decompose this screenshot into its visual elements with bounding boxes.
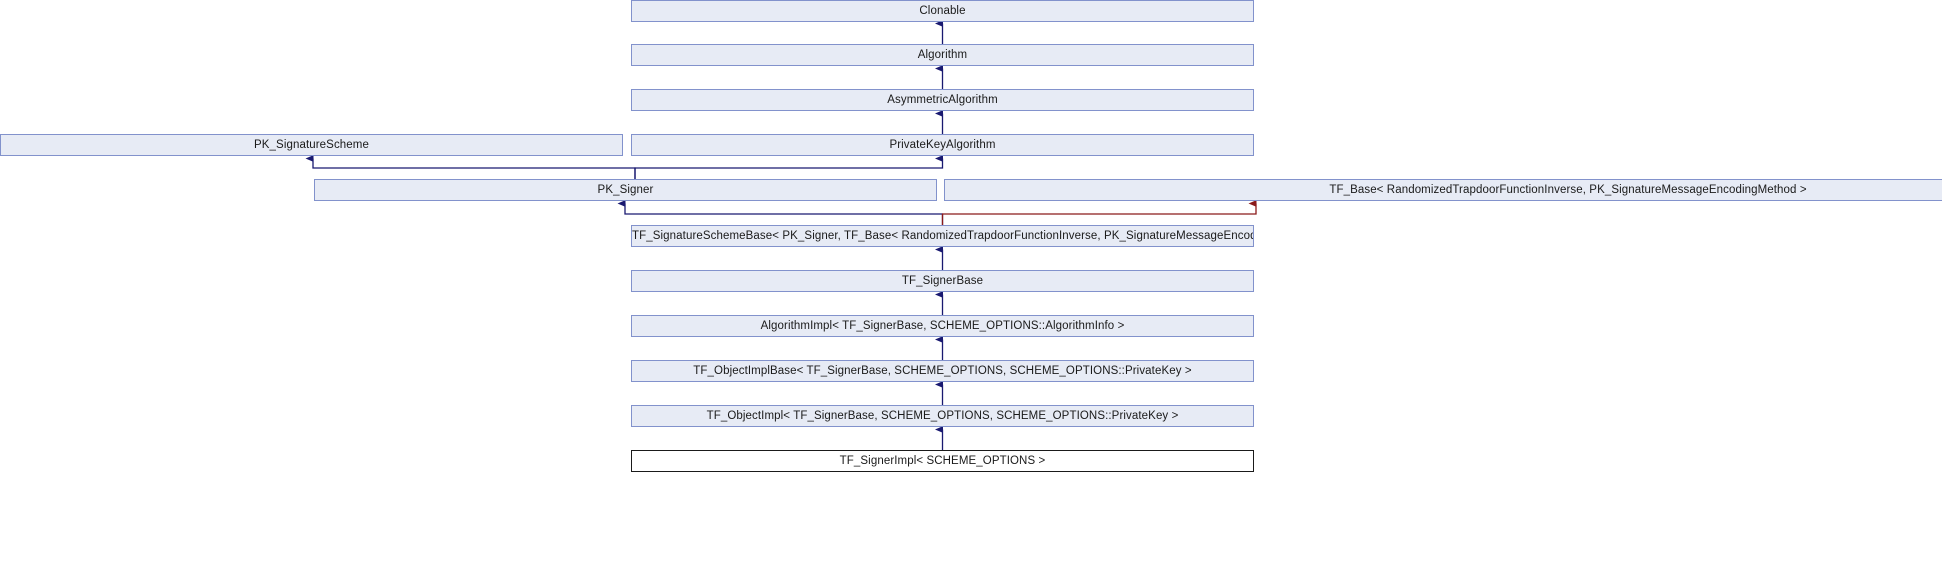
class-node-tf-signerimpl[interactable]: TF_SignerImpl< SCHEME_OPTIONS >	[631, 450, 1254, 472]
class-node-tf-objectimpl[interactable]: TF_ObjectImpl< TF_SignerBase, SCHEME_OPT…	[631, 405, 1254, 427]
edge-tfsignatureschemebase-to-tfbase	[941, 200, 1257, 225]
edge-pksigner-to-pksignaturescheme	[305, 155, 636, 179]
class-node-algorithm[interactable]: Algorithm	[631, 44, 1254, 66]
class-node-privatekeyalgorithm[interactable]: PrivateKeyAlgorithm	[631, 134, 1254, 156]
edge-tfsignatureschemebase-to-pksigner	[617, 200, 944, 225]
class-node-asymmetricalgorithm[interactable]: AsymmetricAlgorithm	[631, 89, 1254, 111]
class-node-tf-base[interactable]: TF_Base< RandomizedTrapdoorFunctionInver…	[944, 179, 1942, 201]
class-node-pk-signaturescheme[interactable]: PK_SignatureScheme	[0, 134, 623, 156]
class-node-tf-objectimplbase[interactable]: TF_ObjectImplBase< TF_SignerBase, SCHEME…	[631, 360, 1254, 382]
class-node-clonable[interactable]: Clonable	[631, 0, 1254, 22]
class-node-tf-signatureschemebase[interactable]: TF_SignatureSchemeBase< PK_Signer, TF_Ba…	[631, 225, 1254, 247]
class-node-tf-signerbase[interactable]: TF_SignerBase	[631, 270, 1254, 292]
edge-pksigner-to-privatekeyalgorithm	[634, 155, 944, 179]
class-node-algorithmimpl[interactable]: AlgorithmImpl< TF_SignerBase, SCHEME_OPT…	[631, 315, 1254, 337]
class-node-pk-signer[interactable]: PK_Signer	[314, 179, 937, 201]
